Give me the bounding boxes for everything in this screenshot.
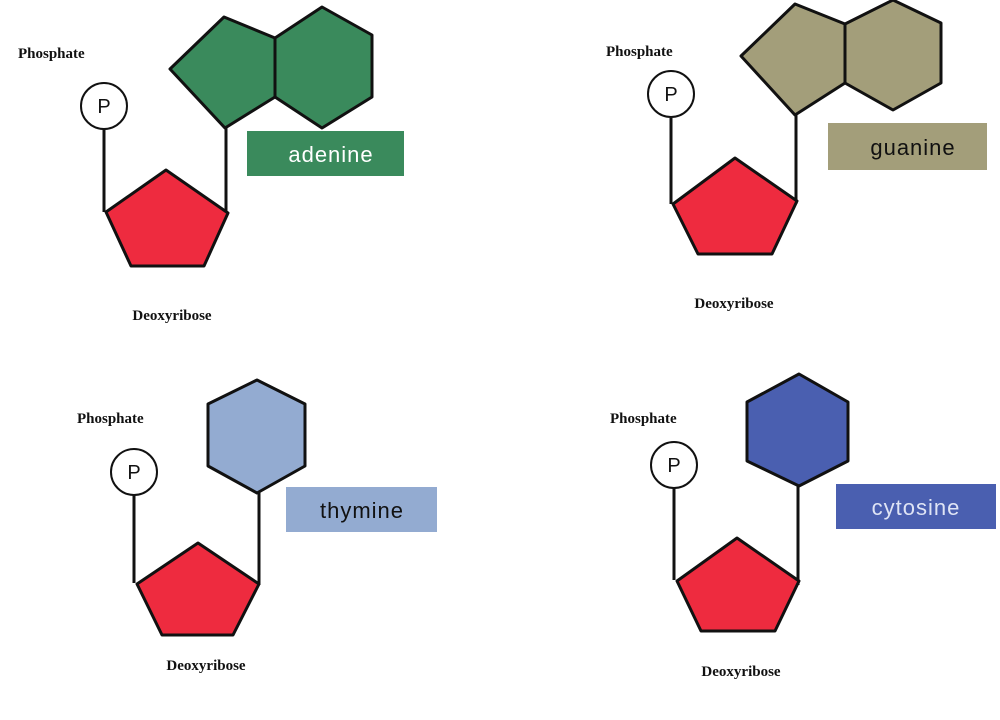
cytosine-hexagon-ring: [745, 372, 850, 488]
deoxyribose-label: Deoxyribose: [166, 658, 245, 674]
nucleotide-cytosine: Phosphate P cytosine Deoxyribose: [610, 372, 996, 680]
phosphate-circle: [647, 70, 695, 118]
thymine-hexagon-ring: [206, 378, 307, 495]
phosphate-label: Phosphate: [18, 46, 85, 62]
phosphate-label: Phosphate: [606, 44, 673, 60]
phosphate-circle: [80, 82, 128, 130]
deoxyribose-pentagon: [675, 536, 801, 633]
phosphate-label: Phosphate: [77, 411, 144, 427]
deoxyribose-pentagon: [135, 541, 261, 637]
adenine-hexagon-ring: [273, 5, 374, 130]
phosphate-symbol: P: [97, 96, 110, 118]
nucleotide-adenine: Phosphate P adenine Deoxyribose: [18, 5, 404, 324]
cytosine-label-box: [836, 484, 996, 529]
guanine-pentagon-ring: [739, 2, 847, 117]
deoxyribose-label: Deoxyribose: [132, 308, 211, 324]
nucleotide-guanine: Phosphate P guanine Deoxyribose: [606, 0, 987, 312]
phosphate-symbol: P: [127, 462, 140, 484]
guanine-label-box: [828, 123, 987, 170]
phosphate-label: Phosphate: [610, 411, 677, 427]
phosphate-circle: [650, 441, 698, 489]
deoxyribose-pentagon: [104, 168, 230, 268]
deoxyribose-pentagon: [671, 156, 799, 256]
thymine-label-box: [286, 487, 437, 532]
cytosine-label: cytosine: [872, 495, 961, 520]
deoxyribose-label: Deoxyribose: [694, 296, 773, 312]
phosphate-symbol: P: [664, 84, 677, 106]
thymine-label: thymine: [320, 498, 404, 523]
phosphate-symbol: P: [667, 455, 680, 477]
guanine-label: guanine: [870, 135, 955, 160]
deoxyribose-label: Deoxyribose: [701, 664, 780, 680]
adenine-label-box: [247, 131, 404, 176]
guanine-hexagon-ring: [843, 0, 943, 112]
phosphate-circle: [110, 448, 158, 496]
nucleotide-thymine: Phosphate P thymine Deoxyribose: [77, 378, 437, 674]
adenine-label: adenine: [288, 142, 373, 167]
adenine-pentagon-ring: [168, 15, 277, 130]
